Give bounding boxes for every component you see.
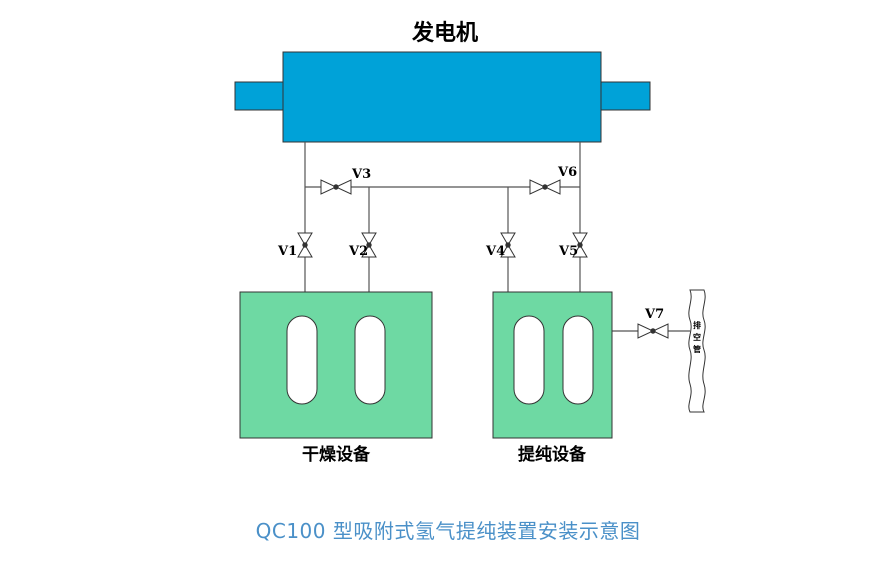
- vent-pipe-char-2: 空: [693, 332, 701, 342]
- generator-shaft-left: [234, 81, 286, 111]
- valve-label-v2: V2: [348, 244, 368, 259]
- valve-label-v1: V1: [277, 244, 297, 259]
- valve-label-v6: V6: [557, 165, 577, 180]
- vent-pipe-char-3: 管: [693, 344, 701, 354]
- valve-label-v7: V7: [644, 307, 664, 322]
- purifier-label: 提纯设备: [518, 444, 587, 465]
- dryer-unit: [239, 291, 433, 439]
- valve-v1: [297, 232, 313, 258]
- diagram-caption: QC100 型吸附式氢气提纯装置安装示意图: [256, 519, 641, 543]
- valve-v4: [500, 232, 516, 258]
- vent-pipe-char-1: 排: [693, 320, 701, 330]
- valve-v2: [361, 232, 377, 258]
- dryer-tower-2: [354, 315, 386, 405]
- dryer-tower-1: [286, 315, 318, 405]
- valve-v3: [320, 179, 352, 195]
- valve-label-v4: V4: [485, 244, 505, 259]
- valve-label-v5: V5: [558, 244, 578, 259]
- generator-shaft-right: [599, 81, 651, 111]
- purifier-tower-2: [562, 315, 594, 405]
- valve-v6: [529, 179, 561, 195]
- generator-body: [282, 51, 602, 143]
- purifier-tower-1: [513, 315, 545, 405]
- generator-title: 发电机: [411, 20, 478, 46]
- valve-label-v3: V3: [351, 167, 371, 182]
- purifier-unit: [492, 291, 613, 439]
- valve-v7: [637, 323, 669, 339]
- vent-pipe: 排 空 管: [688, 289, 706, 413]
- dryer-label: 干燥设备: [302, 444, 371, 465]
- valve-v5: [572, 232, 588, 258]
